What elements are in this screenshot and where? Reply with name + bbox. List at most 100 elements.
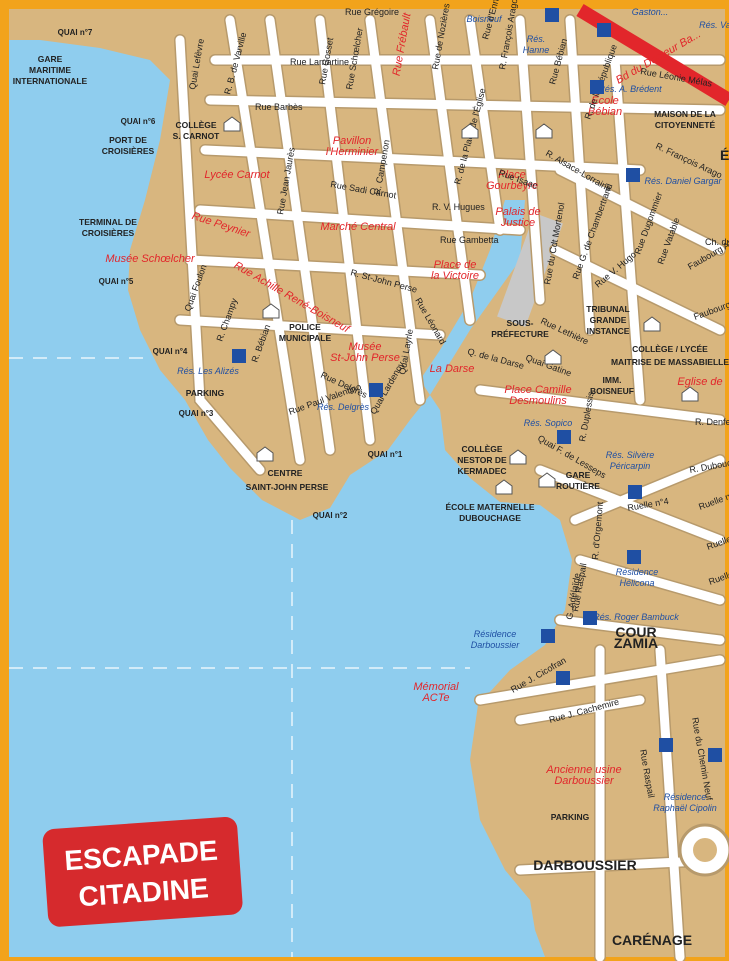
district-label: BOISNEUF: [590, 386, 634, 396]
district-label: COLLÈGE / LYCÉE: [632, 344, 708, 354]
district-label: COLLÈGE: [461, 444, 502, 454]
district-label: MAITRISE DE MASSABIELLE: [611, 357, 729, 367]
roads: [175, 15, 725, 961]
residence-label: Hélicona: [619, 578, 654, 588]
district-label: MARITIME: [29, 65, 71, 75]
street-label: Rue Gambetta: [440, 235, 499, 245]
residence-label: Rés. Silvère: [606, 450, 655, 460]
residence-label: Résidence: [474, 629, 517, 639]
district-label: POLICE: [289, 322, 321, 332]
poi-label: Place Camille: [504, 384, 571, 396]
district-label: GRANDE: [590, 315, 627, 325]
building-marker: [262, 303, 280, 319]
street-label: Ch. du M: [705, 237, 729, 247]
district-label: NESTOR DE: [457, 455, 507, 465]
district-label: GARE: [38, 54, 63, 64]
poi-label: Bébian: [588, 106, 622, 118]
residence-marker: [590, 80, 604, 94]
district-label: IMM.: [603, 375, 622, 385]
poi-label: Musée: [348, 341, 381, 353]
building-marker: [509, 449, 527, 465]
district-label: ZAMIA: [614, 635, 658, 651]
street-label: Rue Barbès: [255, 102, 303, 112]
building-marker: [495, 479, 513, 495]
district-label: TERMINAL DE: [79, 217, 137, 227]
parking-grey: [497, 213, 563, 327]
poi-label: Darboussier: [554, 775, 615, 787]
residence-marker: [626, 168, 640, 182]
residence-marker: [545, 8, 559, 22]
residence-label: Rés.: [527, 34, 546, 44]
district-label: CROISIÈRES: [102, 146, 155, 156]
poi-label: Lycée Carnot: [204, 169, 270, 181]
district-label: CROISIÈRES: [82, 228, 135, 238]
quai-label: QUAI n°6: [121, 117, 156, 126]
district-label: PARKING: [186, 388, 225, 398]
district-label: DUBOUCHAGE: [459, 513, 521, 523]
building-marker: [681, 386, 699, 402]
residence-marker: [628, 485, 642, 499]
residence-label: Résidence: [664, 792, 707, 802]
district-label: SAINT-JOHN PERSE: [246, 482, 329, 492]
residence-marker: [583, 611, 597, 625]
poi-label: La Darse: [430, 363, 475, 375]
residence-marker: [369, 383, 383, 397]
residence-label: Raphaël Cipolin: [653, 803, 717, 813]
residence-label: Rés. Les Alizés: [177, 366, 239, 376]
district-label: MAISON DE LA: [654, 109, 716, 119]
residence-label: Darboussier: [471, 640, 521, 650]
district-label: KERMADEC: [457, 466, 506, 476]
residence-label: Résidence: [616, 567, 659, 577]
residence-marker: [556, 671, 570, 685]
quai-label: QUAI n°2: [313, 511, 348, 520]
residence-label: Rés. Sopico: [524, 418, 573, 428]
quai-label: QUAI n°5: [99, 277, 134, 286]
poi-label: ACTe: [421, 692, 449, 704]
district-label: COUR: [615, 624, 656, 640]
poi-label: St-John Perse: [330, 352, 400, 364]
district-label: ÉC: [720, 147, 729, 163]
poi-label: Eglise de: [677, 376, 722, 388]
residence-marker: [557, 430, 571, 444]
poi-label: Ancienne usine: [545, 764, 621, 776]
building-marker: [535, 123, 553, 139]
district-label: INSTANCE: [587, 326, 630, 336]
building-marker: [223, 116, 241, 132]
residence-marker: [232, 349, 246, 363]
district-label: COLLÈGE: [175, 120, 216, 130]
poi-label: la Victoire: [431, 270, 479, 282]
residence-label: Rés. Va: [699, 20, 729, 30]
district-label: SOUS-: [507, 318, 534, 328]
district-label: PORT DE: [109, 135, 147, 145]
residence-label: Hanne: [523, 45, 550, 55]
quai-label: QUAI n°7: [58, 28, 93, 37]
district-label: DARBOUSSIER: [533, 857, 636, 873]
quai-label: QUAI n°1: [368, 450, 403, 459]
poi-label: Place: [498, 169, 526, 181]
district-label: CITOYENNETÉ: [655, 120, 716, 130]
district-label: GARE: [566, 470, 591, 480]
poi-label: Place de: [434, 259, 477, 271]
roundabout-center: [693, 838, 717, 862]
poi-label: Mémorial: [413, 681, 459, 693]
district-label: MUNICIPALE: [279, 333, 332, 343]
quai-label: QUAI n°3: [179, 409, 214, 418]
poi-label: Palais de: [495, 206, 540, 218]
building-marker: [544, 349, 562, 365]
residence-label: Gaston...: [632, 7, 669, 17]
poi-label: Pavillon: [333, 135, 372, 147]
poi-label: l'Herminier: [326, 146, 380, 158]
residence-label: Rés. A. Brédent: [598, 84, 662, 94]
street-label: R. Denfert: [695, 417, 729, 427]
poi-label: École: [591, 94, 619, 107]
quai-label: QUAI n°4: [153, 347, 188, 356]
district-label: INTERNATIONALE: [13, 76, 88, 86]
residence-label: Rés. Daniel Gargar: [644, 176, 722, 186]
district-label: CENTRE: [268, 468, 303, 478]
residence-label: Rés. Roger Bambuck: [593, 612, 679, 622]
residence-label: Rés. Delgrès: [317, 402, 370, 412]
poi-label: Desmoulins: [509, 395, 567, 407]
district-label: CARÉNAGE: [612, 932, 692, 948]
street-label: Rue Grégoire: [345, 7, 399, 17]
